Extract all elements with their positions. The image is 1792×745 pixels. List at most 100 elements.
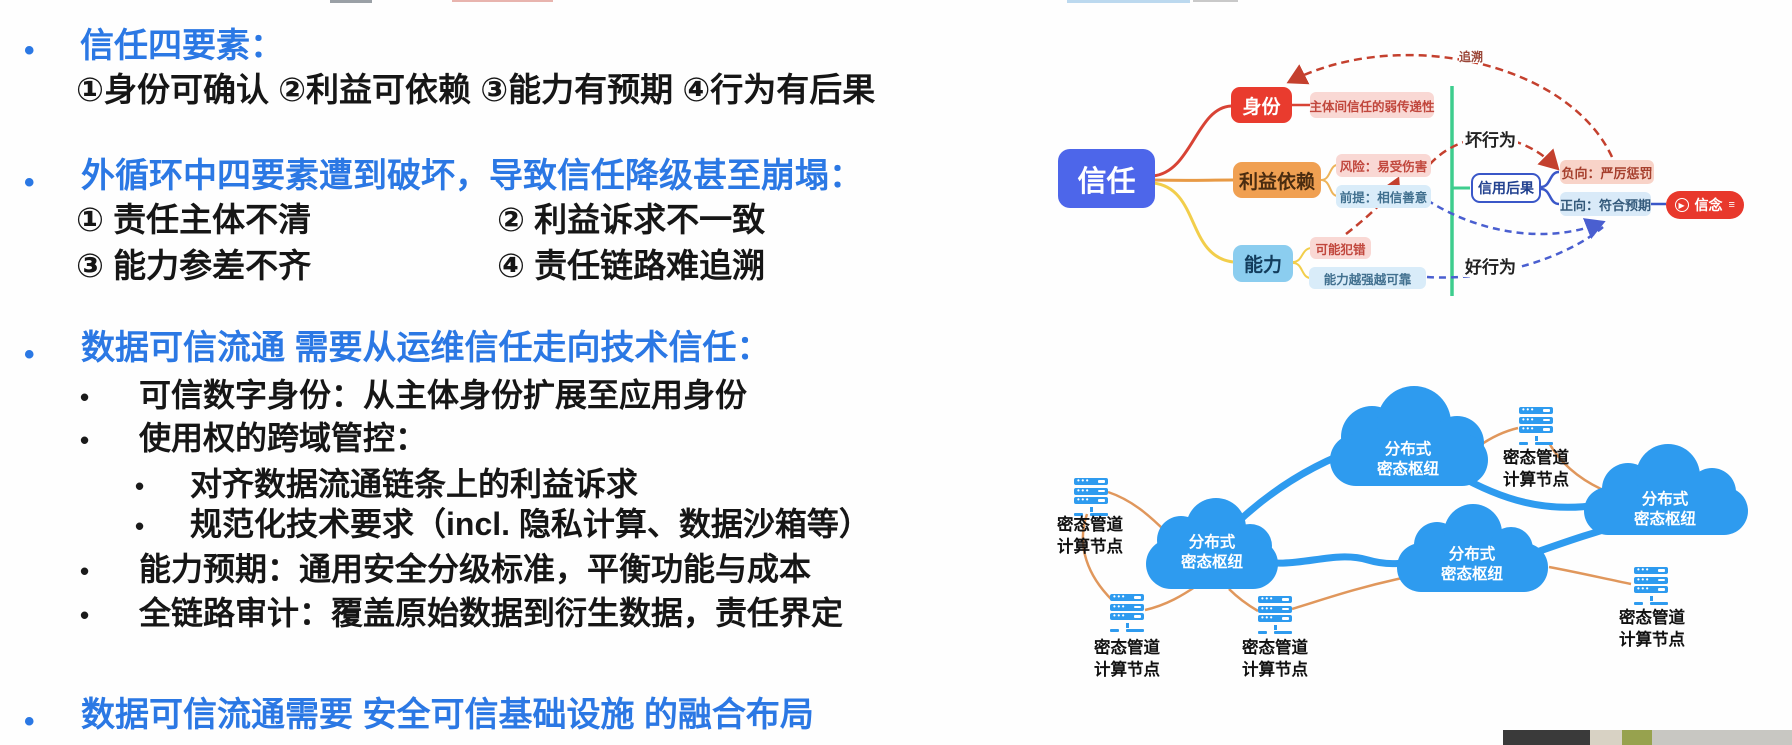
bullet-3-3: • [80,556,90,586]
server-label-d-line2: 计算节点 [1503,471,1569,490]
server-icon-c [1258,592,1292,634]
node-link-c-cloud4 [1291,575,1408,611]
server-label-c-line1: 密态管道 [1242,639,1308,657]
server-label-b-line2: 计算节点 [1094,661,1160,680]
mindmap-root-trust: 信任 [1058,149,1155,208]
cloud-label-center-right-line2: 密态枢纽 [1440,566,1503,584]
mindmap-note-stronger-reliable: 能力越强越可靠 [1309,267,1426,289]
item-full-chain-audit: 全链路审计：覆盖原始数据到衍生数据，责任界定 [139,595,844,631]
cloud-label-right-line1: 分布式 [1641,491,1689,508]
bullet-3-2a: • [135,471,145,501]
item-capability-expectation: 能力预期：通用安全分级标准，平衡功能与成本 [139,551,812,587]
server-label-d-line1: 密态管道 [1503,449,1569,467]
mindmap-node-identity: 身份 [1231,87,1292,123]
mindmap-node-ability: 能力 [1233,245,1293,282]
heading-trust-elements: 信任四要素： [80,27,284,65]
server-icon-e [1634,563,1668,605]
cloud-label-center-left: 分布式 密态枢纽 [1152,533,1272,573]
breakdown-item-1: ① 责任主体不清 [76,201,312,238]
item-digital-identity: 可信数字身份：从主体身份扩展至应用身份 [139,377,748,413]
server-icon-b [1110,590,1144,632]
bullet-3-2b: • [135,511,145,541]
heading-outer-loop: 外循环中四要素遭到破坏，导致信任降级甚至崩塌： [81,157,863,195]
bullet-3-4: • [80,600,90,630]
heading-trusted-circulation: 数据可信流通 需要从运维信任走向技术信任： [81,329,771,367]
cloud-label-top: 分布式 密态枢纽 [1348,440,1468,480]
cloud-center-right [1397,504,1548,592]
breakdown-item-2: ② 利益诉求不一致 [497,201,766,238]
good-behavior-arc-1 [1426,198,1606,239]
node-link-c-cloud3 [1228,588,1259,613]
item-cross-domain-control: 使用权的跨域管控： [139,420,428,456]
top-edge-fragment-3 [1067,0,1190,3]
server-label-a-line1: 密态管道 [1057,516,1123,534]
belief-menu-icon: ≡ [1728,199,1736,211]
mindmap-node-belief: ▶ 信念 ≡ [1666,191,1744,219]
mindmap-node-credit-consequence: 信用后果 [1471,173,1541,203]
video-overlay-fragment-beige [1590,730,1622,745]
cloud-label-center-left-line2: 密态枢纽 [1180,554,1243,572]
server-label-a: 密态管道 计算节点 [1040,514,1140,559]
server-label-c: 密态管道 计算节点 [1225,637,1325,682]
server-label-e-line1: 密态管道 [1619,609,1685,627]
edge-interest-risk [1320,164,1338,181]
mindmap-note-positive: 正向：符合预期 [1560,192,1651,216]
server-label-a-line2: 计算节点 [1057,538,1123,557]
mindmap-note-premise: 前提：相信善意 [1336,185,1431,208]
server-icon-a [1074,474,1108,516]
cloud-label-top-line2: 密态枢纽 [1376,461,1439,479]
mindmap-node-interest: 利益依赖 [1233,162,1321,198]
top-edge-fragment-1 [330,0,372,3]
breakdown-item-4: ④ 责任链路难追溯 [497,247,766,284]
server-label-b: 密态管道 计算节点 [1077,637,1177,682]
item-standardized-requirements: 规范化技术要求（incl. 隐私计算、数据沙箱等） [190,506,871,542]
cloud-center-left [1146,498,1278,589]
mindmap-note-identity: 主体间信任的弱传递性 [1310,92,1435,118]
branch-curve-ability [1152,181,1234,264]
edge-label-good-behavior: 好行为 [1463,258,1518,277]
edge-label-bad-behavior: 坏行为 [1463,131,1518,150]
belief-play-icon: ▶ [1674,198,1689,212]
edge-interest-premise [1320,179,1338,197]
mindmap-note-may-err: 可能犯错 [1310,237,1371,259]
video-overlay-fragment-gray [1652,730,1792,745]
cloud-label-right-line2: 密态枢纽 [1633,511,1696,529]
bullet-4: • [24,705,35,738]
server-label-e: 密态管道 计算节点 [1602,607,1702,652]
belief-label: 信念 [1694,197,1723,213]
top-edge-fragment-4 [1193,0,1238,2]
bullet-2: • [24,166,35,199]
server-label-c-line2: 计算节点 [1242,661,1308,680]
server-label-d: 密态管道 计算节点 [1486,447,1586,492]
trust-elements-list: ①身份可确认 ②利益可依赖 ③能力有预期 ④行为有后果 [76,71,876,108]
server-label-b-line1: 密态管道 [1094,639,1160,657]
edge-label-trace: 追溯 [1459,50,1484,64]
mindmap-note-risk: 风险：易受伤害 [1336,154,1431,177]
node-link-d-cloud1 [1478,426,1519,448]
heading-infrastructure: 数据可信流通需要 安全可信基础设施 的融合布局 [81,696,814,734]
cloud-label-top-line1: 分布式 [1384,441,1432,458]
cloud-top [1330,386,1488,486]
edge-ability-err [1292,247,1312,263]
cloud-label-center-right: 分布式 密态枢纽 [1412,545,1532,585]
item-align-interests: 对齐数据流通链条上的利益诉求 [190,466,639,502]
breakdown-item-3: ③ 能力参差不齐 [76,247,312,284]
edge-outcome-negative [1540,170,1560,189]
cloud-right [1584,444,1748,535]
node-link-e-cloud4 [1548,565,1632,586]
video-overlay-fragment-olive [1622,730,1652,745]
bullet-3: • [24,338,35,371]
bullet-3-2: • [80,425,90,455]
node-link-d-cloud2 [1547,442,1602,491]
edge-ability-strong [1292,262,1311,279]
edge-outcome-positive [1540,187,1560,206]
mindmap-note-negative: 负向：严厉惩罚 [1560,160,1654,184]
cloud-label-center-left-line1: 分布式 [1188,534,1236,551]
node-link-a-b [1081,513,1113,601]
bullet-1: • [24,34,35,67]
bullet-3-1: • [80,382,90,412]
cloud-label-center-right-line1: 分布式 [1448,546,1496,563]
top-edge-fragment-2 [452,0,553,2]
